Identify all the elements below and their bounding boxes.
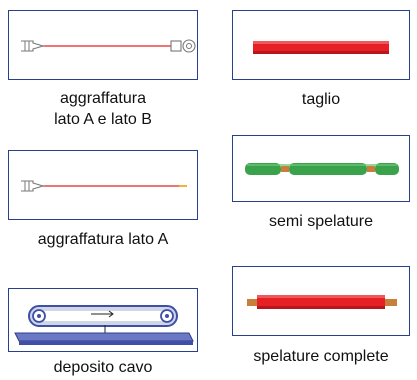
step-cut-panel xyxy=(232,10,410,80)
step-semi-strip-panel xyxy=(232,135,410,202)
step-deposit-panel xyxy=(8,288,198,352)
caption-line: aggraffatura lato A xyxy=(37,231,169,248)
fully-stripped-wire-icon xyxy=(247,295,397,309)
step-full-strip-panel xyxy=(232,266,410,336)
step-crimp-side-a-panel xyxy=(8,150,198,220)
step-crimp-both-sides-caption: aggraffatura lato A e lato B xyxy=(8,88,198,130)
step-crimp-both-sides-panel xyxy=(8,10,198,80)
caption-line: lato A e lato B xyxy=(54,111,152,128)
caption-line: spelature complete xyxy=(253,348,389,365)
step-crimp-side-a-caption: aggraffatura lato A xyxy=(8,229,198,250)
caption-line: semi spelature xyxy=(268,213,374,230)
step-cut-caption: taglio xyxy=(232,89,410,110)
step-full-strip-caption: spelature complete xyxy=(232,346,410,367)
conveyor-deposit-icon xyxy=(14,305,194,345)
cut-wire-icon xyxy=(253,41,389,54)
caption-line: aggraffatura xyxy=(60,90,146,107)
step-deposit-caption: deposito cavo xyxy=(8,357,198,378)
step-semi-strip-caption: semi spelature xyxy=(232,211,410,232)
caption-line: deposito cavo xyxy=(53,359,153,376)
caption-line: taglio xyxy=(301,91,341,108)
semi-stripped-wire-icon xyxy=(245,163,399,175)
crimped-wire-one-end-icon xyxy=(21,180,187,192)
crimped-wire-both-ends-icon xyxy=(21,39,196,53)
